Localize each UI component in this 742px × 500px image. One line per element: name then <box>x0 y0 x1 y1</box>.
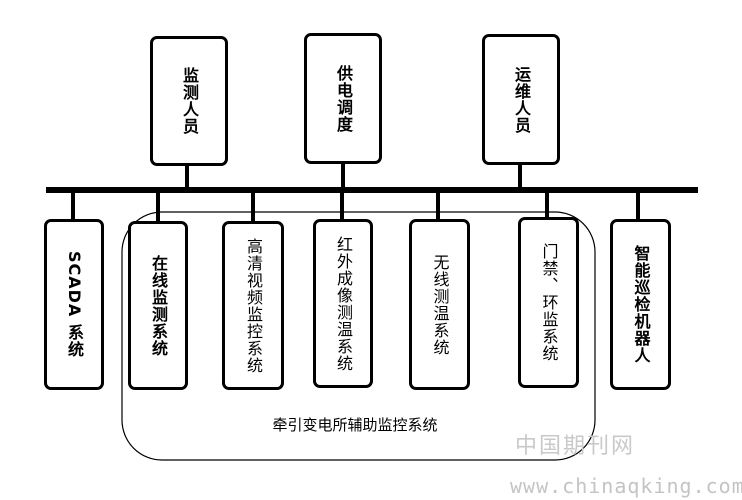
node-wireless-temp: 无线测温系统 <box>409 219 470 390</box>
node-label: 红外成像测温系统 <box>334 235 353 372</box>
node-label: 智能巡检机器人 <box>631 245 651 364</box>
node-hd-video: 高清视频监控系统 <box>222 221 284 390</box>
node-label: 在线监测系统 <box>149 254 168 357</box>
node-online-monitoring: 在线监测系统 <box>128 221 188 390</box>
node-maintenance-staff: 运维人员 <box>482 34 560 165</box>
node-power-dispatch: 供电调度 <box>304 33 382 164</box>
group-label: 牵引变电所辅助监控系统 <box>272 416 438 434</box>
node-label: SCADA 系统 <box>65 251 84 358</box>
node-scada: SCADA 系统 <box>44 219 104 390</box>
node-access-env: 门禁、环监系统 <box>518 217 579 388</box>
node-monitoring-staff: 监测人员 <box>150 36 228 166</box>
group-outline <box>121 211 596 461</box>
node-label: 运维人员 <box>512 65 531 134</box>
node-label: 高清视频监控系统 <box>244 237 263 374</box>
node-label: 门禁、环监系统 <box>539 243 559 362</box>
watermark-url: www.chinaqking.com <box>510 474 742 498</box>
node-infrared: 红外成像测温系统 <box>313 219 373 388</box>
node-label: 无线测温系统 <box>430 253 450 356</box>
watermark-text: 中国期刊网 <box>515 434 636 459</box>
node-label: 供电调度 <box>334 64 353 133</box>
node-label: 监测人员 <box>180 67 199 135</box>
node-inspection-robot: 智能巡检机器人 <box>610 219 671 390</box>
